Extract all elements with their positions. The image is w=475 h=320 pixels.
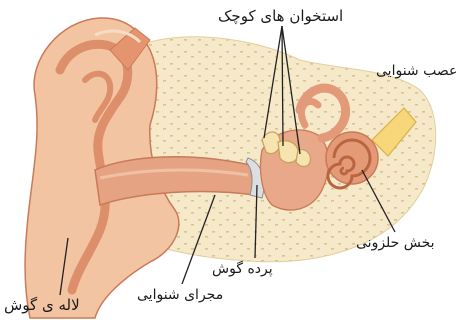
- label-cochlea: بخش حلزونی: [356, 236, 435, 250]
- label-auditory-nerve: عصب شنوایی: [376, 64, 457, 78]
- label-ossicles: استخوان های کوچک: [218, 9, 343, 24]
- label-pinna: لاله ی گوش: [4, 298, 80, 313]
- label-ear-canal: مجرای شنوایی: [137, 288, 223, 302]
- label-eardrum: پرده گوش: [212, 262, 273, 276]
